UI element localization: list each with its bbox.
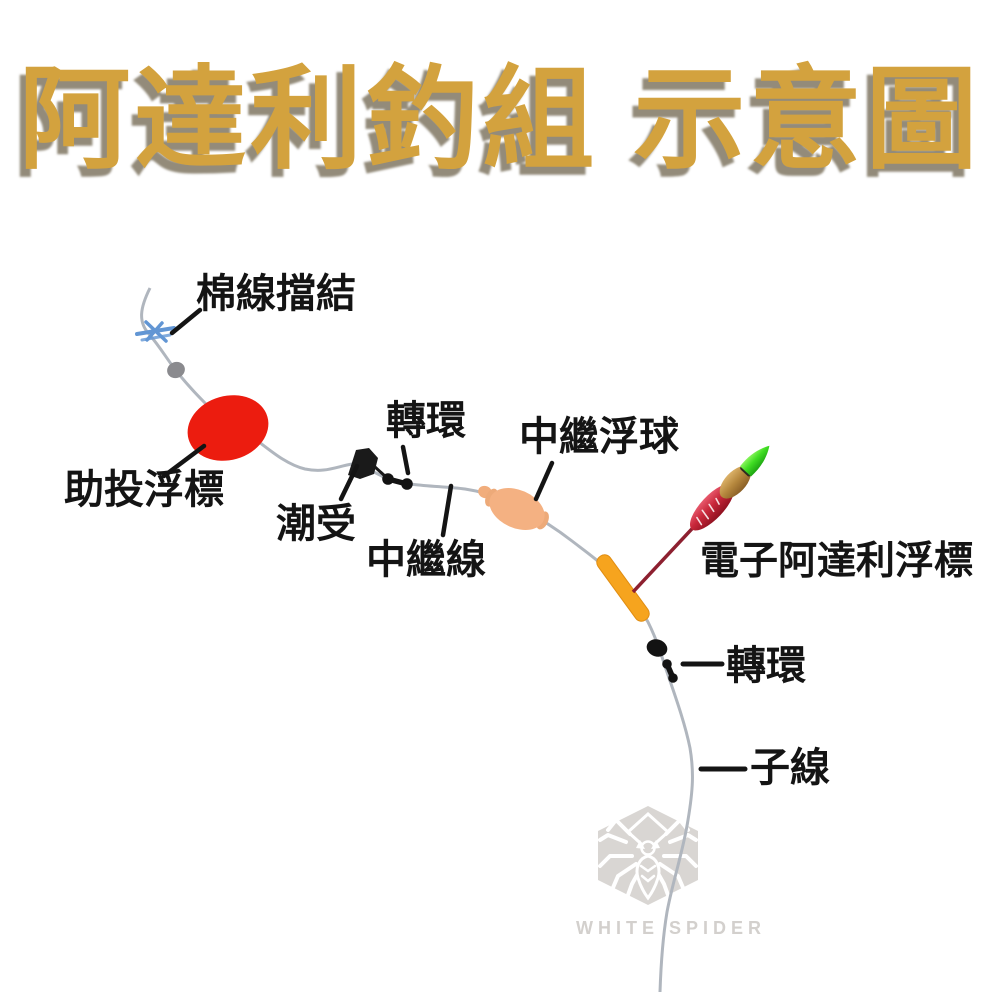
watermark-brand: WHITE SPIDER [576, 918, 767, 938]
spider-hexagon-icon [598, 806, 698, 905]
electronic-float-icon [631, 445, 770, 594]
pointer-stopper-knot [169, 307, 203, 336]
label-swivel-1: 轉環 [386, 399, 466, 443]
stopper-knot-icon [135, 320, 176, 343]
label-electronic-float: 電子阿達利浮標 [700, 540, 974, 583]
label-relay-line: 中繼線 [366, 538, 486, 582]
float-stop-tube-icon [596, 554, 650, 622]
pointer-relay-float [533, 460, 555, 502]
label-swivel-2: 轉環 [726, 644, 806, 688]
line-bead-icon [167, 361, 185, 379]
pointer-swivel-1 [400, 444, 411, 476]
page-title: 阿達利釣組 示意圖 [18, 57, 982, 182]
pointer-cast-float [161, 443, 207, 479]
swivel-1-icon [382, 473, 413, 490]
label-leader-line: 子線 [750, 746, 830, 790]
label-relay-float-ball: 中繼浮球 [519, 415, 679, 459]
pointer-relay-line [440, 483, 454, 538]
cast-assist-float-icon [187, 395, 269, 461]
label-cast-assist-float: 助投浮標 [64, 468, 224, 512]
swivel-2-icon [646, 639, 678, 683]
relay-float-ball-icon [485, 488, 549, 530]
main-fishing-line [140, 287, 694, 993]
label-tide-receiver: 潮受 [276, 502, 356, 546]
label-stopper-knot: 棉線擋結 [196, 272, 356, 316]
pointer-tide-receiver [338, 463, 360, 502]
